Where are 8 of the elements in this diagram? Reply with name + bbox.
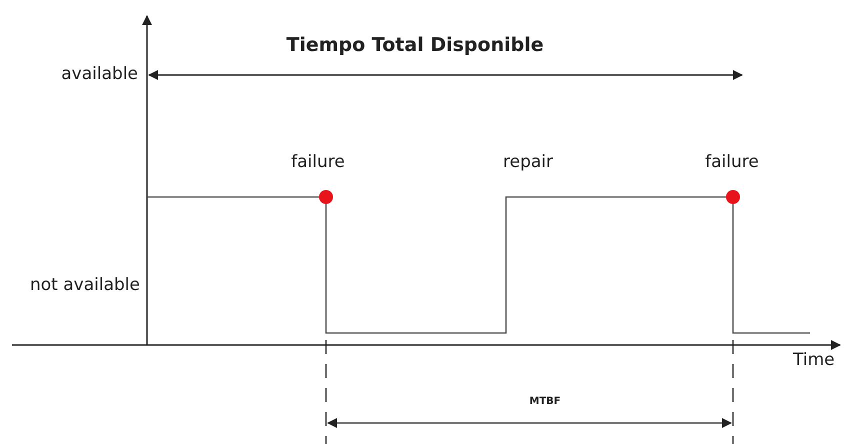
event-label: failure (290, 152, 346, 172)
axis-label: available (60, 64, 138, 84)
axis-label: Time (793, 350, 836, 370)
dimension-label: MTBF (528, 396, 562, 408)
event-label: failure (704, 152, 760, 172)
axis-label: not available (30, 274, 140, 297)
event-label: repair (502, 152, 554, 172)
chart-title: Tiempo Total Disponible (285, 34, 545, 57)
